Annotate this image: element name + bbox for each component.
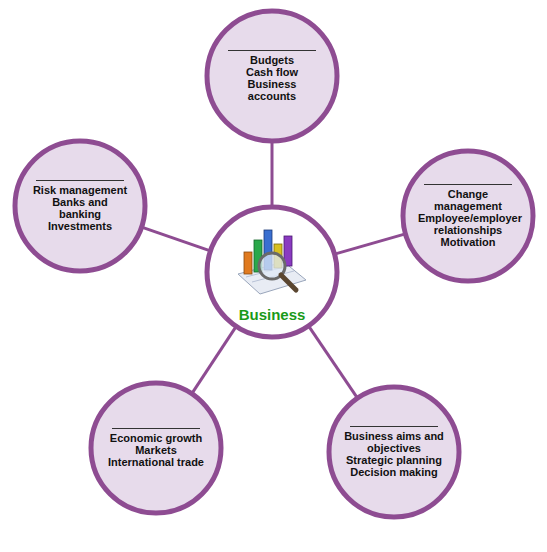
circle-shape — [207, 11, 337, 141]
topic-text: International trade — [108, 456, 204, 468]
topic-text: Cash flow — [246, 66, 298, 78]
connector-line — [142, 227, 209, 250]
heading-rule — [36, 180, 124, 181]
spoke-connector — [142, 227, 209, 250]
heading-rule — [112, 428, 200, 429]
connector-line — [271, 142, 274, 206]
heading-rule — [228, 50, 316, 51]
topic-text: Employee/employer relationships — [418, 212, 518, 236]
topic-text: Decision making — [350, 466, 437, 478]
spoke-connector — [309, 327, 357, 398]
topic-text: Budgets — [250, 54, 294, 66]
spoke-connector — [272, 142, 273, 206]
topic-circle: BudgetsCash flowBusiness accounts — [204, 8, 340, 144]
topic-text: Risk management — [33, 184, 127, 196]
connector-line — [192, 327, 235, 393]
spoke-connector — [192, 327, 235, 393]
topic-text: Economic growth — [110, 432, 202, 444]
topic-text: Markets — [135, 444, 177, 456]
topic-circle: Business aims and objectivesStrategic pl… — [326, 384, 462, 520]
topic-text: Change management — [418, 188, 518, 212]
circle-shape — [207, 207, 337, 337]
topic-circle: Risk managementBanks and bankingInvestme… — [12, 138, 148, 274]
circle-shape — [91, 383, 221, 513]
topic-circle: Change managementEmployee/employer relat… — [400, 148, 536, 284]
center-label: Business — [239, 306, 306, 323]
chart-magnifier-icon — [236, 222, 308, 302]
heading-rule — [424, 184, 512, 185]
topic-circle: Economic growthMarketsInternational trad… — [88, 380, 224, 516]
connector-line — [335, 234, 404, 254]
circle-shape — [329, 387, 459, 517]
topic-text: Investments — [48, 220, 112, 232]
circle-shape — [403, 151, 533, 281]
topic-text: Business aims and objectives — [344, 430, 444, 454]
topic-text: Strategic planning — [346, 454, 442, 466]
topic-text: Motivation — [441, 236, 496, 248]
circle-shape — [15, 141, 145, 271]
heading-rule — [350, 426, 438, 427]
connector-line — [309, 327, 357, 398]
topic-text: Business accounts — [222, 78, 322, 102]
topic-text: Banks and banking — [30, 196, 130, 220]
spoke-connector — [335, 234, 404, 254]
